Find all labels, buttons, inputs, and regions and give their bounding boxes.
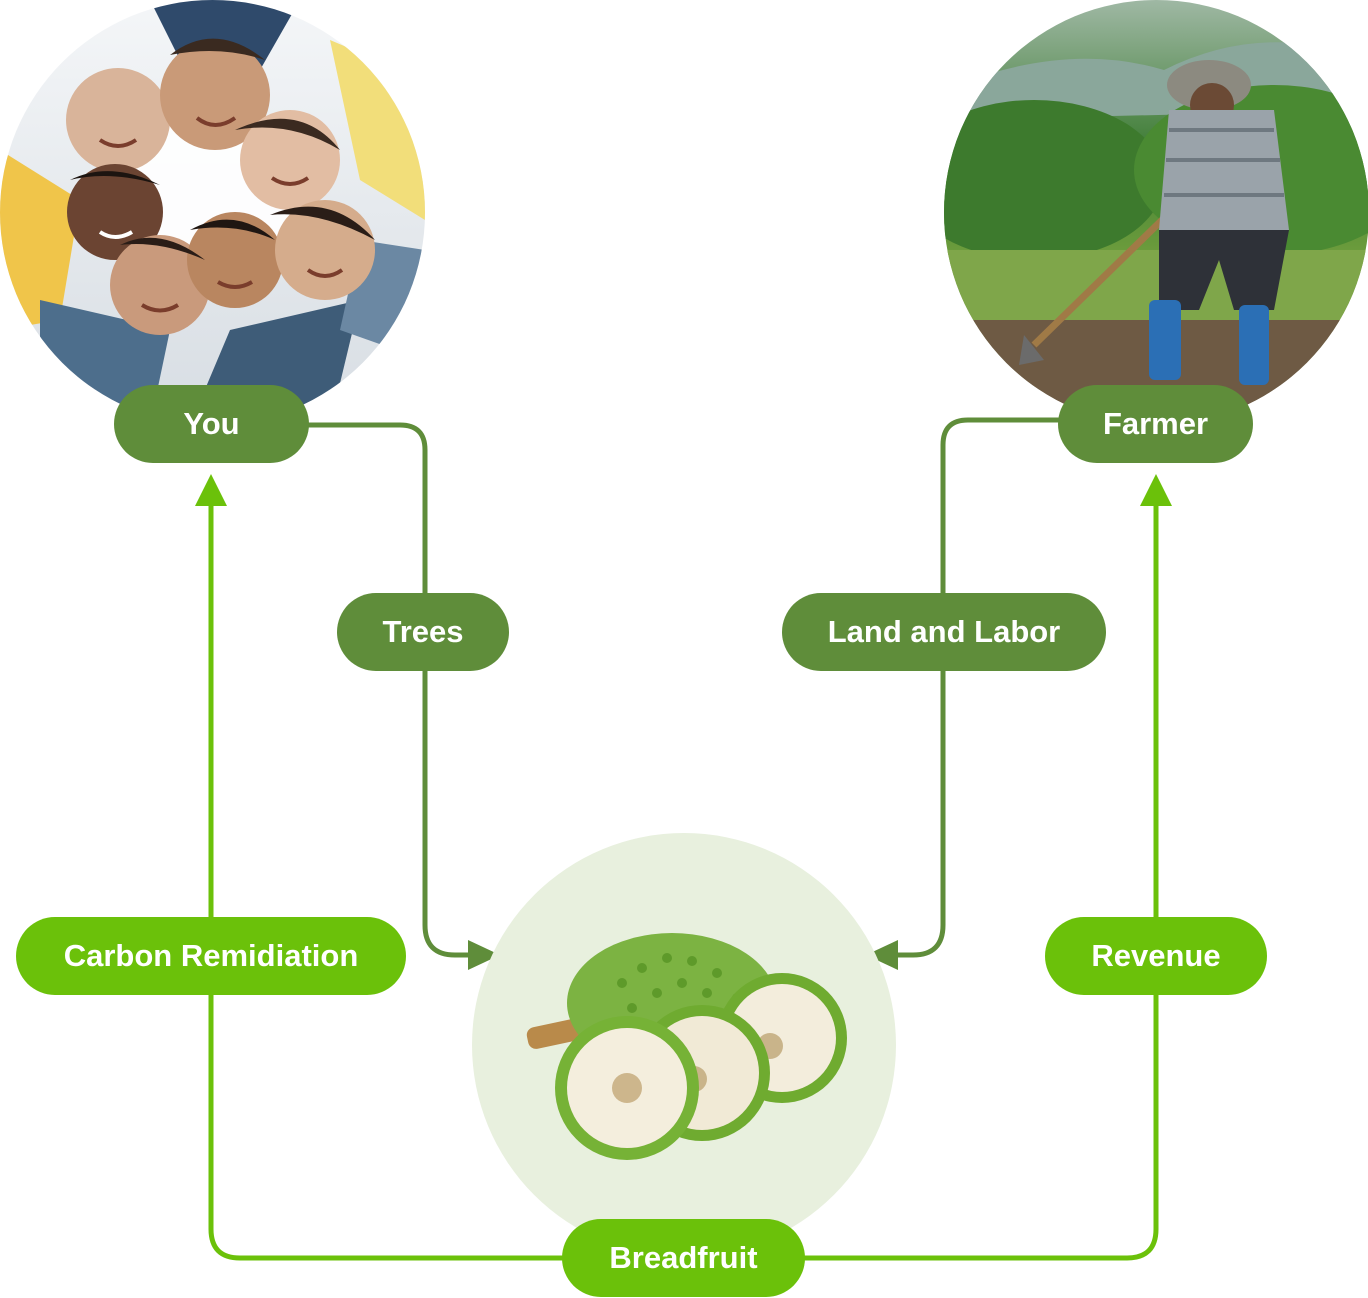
land-and-labor-flow-label: Land and Labor: [782, 593, 1106, 671]
revenue-connector: [800, 500, 1159, 1261]
trees-flow-label: Trees: [337, 593, 509, 671]
you-photo: [0, 0, 425, 425]
carbon-connector: [208, 500, 570, 1261]
carbon-remidiation-flow-label: Carbon Remidiation: [16, 917, 406, 995]
breadfruit-photo: [526, 933, 847, 1160]
farmer-photo: [944, 0, 1368, 425]
trees-connector: [300, 422, 480, 958]
land-labor-connector: [886, 417, 1065, 958]
revenue-flow-label: Revenue: [1045, 917, 1267, 995]
breadfruit-circle: [472, 833, 896, 1257]
carbon-arrowhead: [195, 474, 227, 506]
revenue-arrowhead: [1140, 474, 1172, 506]
land-labor-arrowhead: [866, 940, 898, 970]
farmer-node-label: Farmer: [1058, 385, 1253, 463]
trees-arrowhead: [468, 940, 500, 970]
you-node-label: You: [114, 385, 309, 463]
breadfruit-node-label: Breadfruit: [562, 1219, 805, 1297]
